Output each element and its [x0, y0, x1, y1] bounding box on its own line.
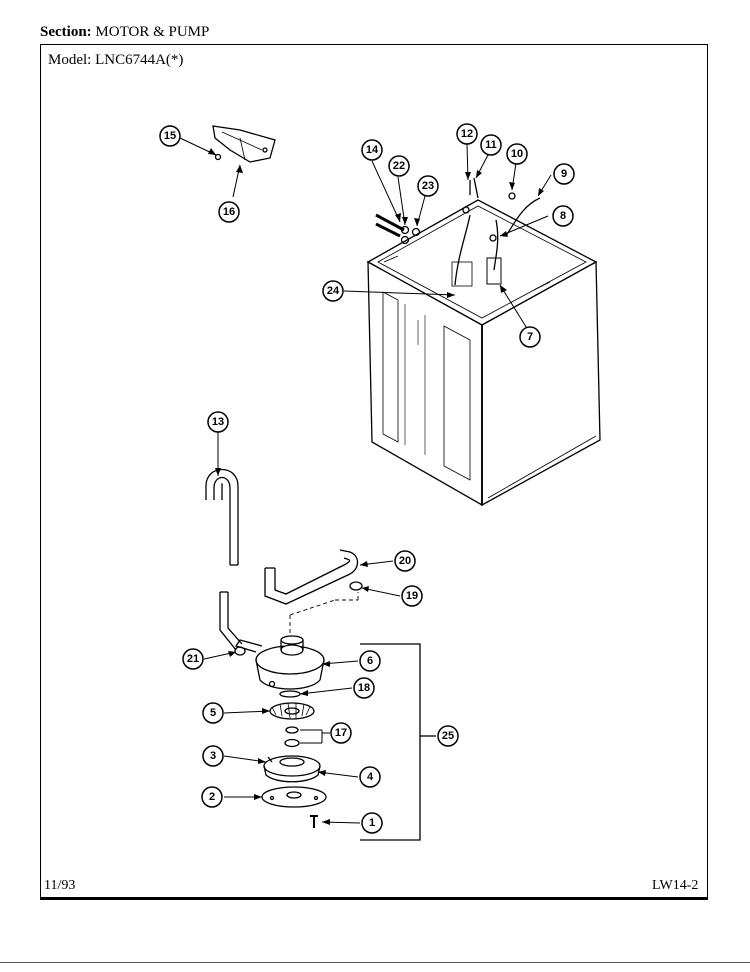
callout-16-label: 16 [223, 206, 235, 218]
callout-11 [480, 134, 502, 156]
section-label: Section: [40, 24, 92, 40]
callout-19-label: 19 [406, 590, 418, 602]
callout-3 [202, 745, 224, 767]
callout-11-label: 11 [485, 139, 497, 151]
callout-3-label: 3 [210, 750, 216, 762]
callout-20-label: 20 [399, 555, 411, 567]
callout-8 [552, 205, 574, 227]
callout-4-label: 4 [367, 771, 374, 783]
callout-12-label: 12 [461, 128, 473, 140]
model-label: Model: [48, 52, 92, 68]
callout-4 [359, 766, 381, 788]
callouts [159, 123, 575, 834]
callout-2 [201, 786, 223, 808]
callout-22 [388, 155, 410, 177]
diagram-frame [40, 44, 708, 900]
callout-labels: 15 16 14 22 23 12 11 10 9 8 24 7 13 20 1… [164, 128, 567, 829]
arrowheads [208, 148, 544, 825]
callout-10 [506, 143, 528, 165]
callout-24 [322, 280, 344, 302]
callout-2-label: 2 [209, 791, 215, 803]
callout-14-label: 14 [366, 144, 379, 156]
model-header: Model: LNC6744A(*) [48, 52, 183, 69]
callout-9 [553, 163, 575, 185]
revision-date: 11/93 [44, 878, 76, 893]
callout-6-label: 6 [367, 655, 373, 667]
callout-21-label: 21 [187, 653, 199, 665]
callout-12 [456, 123, 478, 145]
callout-10-label: 10 [511, 148, 523, 160]
callout-7-label: 7 [527, 331, 533, 343]
callout-7 [519, 326, 541, 348]
callout-17 [330, 722, 352, 744]
section-value: MOTOR & PUMP [95, 24, 210, 40]
callout-1-label: 1 [369, 817, 375, 829]
callout-16 [218, 201, 240, 223]
callout-13-label: 13 [212, 416, 224, 428]
callout-5 [202, 702, 224, 724]
footer-rule [40, 897, 708, 899]
callout-6 [359, 650, 381, 672]
hardware-17-illustration [284, 726, 300, 748]
callout-22-label: 22 [393, 160, 405, 172]
callout-23-label: 23 [422, 180, 434, 192]
callout-15 [159, 125, 181, 147]
callout-25-label: 25 [442, 730, 454, 742]
callout-5-label: 5 [210, 707, 216, 719]
callout-23 [417, 175, 439, 197]
callout-14 [361, 139, 383, 161]
assembly-bracket [360, 643, 421, 841]
callout-13 [207, 411, 229, 433]
callout-8-label: 8 [560, 210, 566, 222]
pump-illustration [234, 635, 325, 690]
callout-15-label: 15 [164, 130, 176, 142]
cabinet-illustration [366, 177, 601, 507]
callout-18 [353, 677, 375, 699]
seal-illustration [279, 690, 301, 698]
hose-13-illustration [205, 469, 239, 566]
bottom-rule [0, 962, 750, 963]
screw-illustration [310, 815, 318, 828]
callout-17-label: 17 [335, 727, 347, 739]
base-plate-illustration [261, 786, 327, 808]
hose-20-illustration [264, 549, 363, 605]
pump-cover-illustration [263, 755, 321, 783]
callout-19 [401, 585, 423, 607]
callout-25 [437, 725, 459, 747]
section-header: Section: MOTOR & PUMP [40, 24, 209, 41]
callout-9-label: 9 [561, 168, 567, 180]
hose-21-illustration [219, 591, 246, 656]
callout-18-label: 18 [358, 682, 370, 694]
guide-lines [289, 592, 359, 640]
model-value: LNC6744A(*) [95, 52, 184, 68]
bracket-illustration [212, 125, 276, 163]
impeller-illustration [269, 702, 315, 720]
callout-20 [394, 550, 416, 572]
callout-24-label: 24 [327, 285, 340, 297]
callout-21 [182, 648, 204, 670]
page-code: LW14-2 [652, 878, 699, 893]
callout-1 [361, 812, 383, 834]
